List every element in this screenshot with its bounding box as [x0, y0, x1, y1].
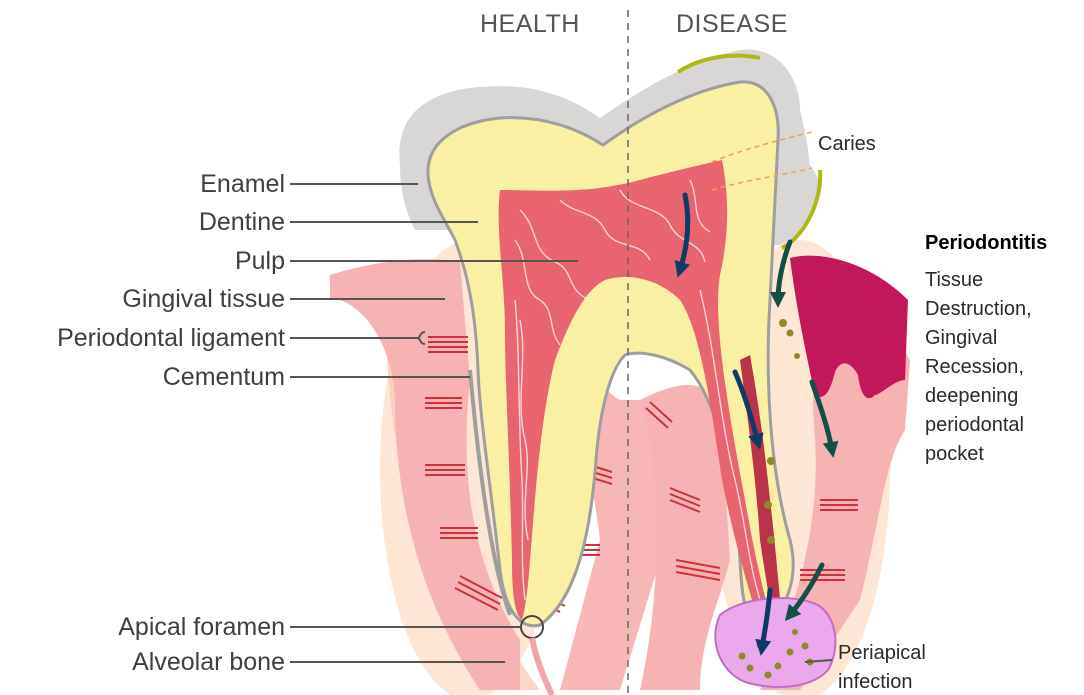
periodontitis-line: deepening: [925, 385, 1018, 407]
cementum-label: Cementum: [163, 363, 285, 391]
periodontitis-title: Periodontitis: [925, 232, 1047, 254]
periodontal-ligament-label: Periodontal ligament: [57, 324, 285, 352]
periodontitis-line: Gingival: [925, 327, 997, 349]
periapical-infection: [715, 598, 835, 687]
periodontitis-line: Destruction,: [925, 298, 1032, 320]
dentine-label: Dentine: [199, 208, 285, 236]
enamel-label: Enamel: [200, 170, 285, 198]
disease-header: DISEASE: [676, 10, 788, 38]
health-header: HEALTH: [480, 10, 580, 38]
periodontitis-block: Periodontitis Tissue Destruction, Gingiv…: [925, 232, 1047, 465]
alveolar-bone-label: Alveolar bone: [132, 648, 285, 676]
periapical-label-line2: infection: [838, 671, 913, 693]
periodontitis-line: periodontal: [925, 414, 1024, 436]
periodontitis-line: pocket: [925, 443, 984, 465]
periodontitis-line: Tissue: [925, 269, 983, 291]
pulp-label: Pulp: [235, 247, 285, 275]
periapical-label-line1: Periapical: [838, 642, 926, 664]
caries-label: Caries: [818, 133, 876, 155]
apical-foramen-label: Apical foramen: [118, 613, 285, 641]
gingival-tissue-label: Gingival tissue: [122, 285, 285, 313]
periodontitis-line: Recession,: [925, 356, 1024, 378]
